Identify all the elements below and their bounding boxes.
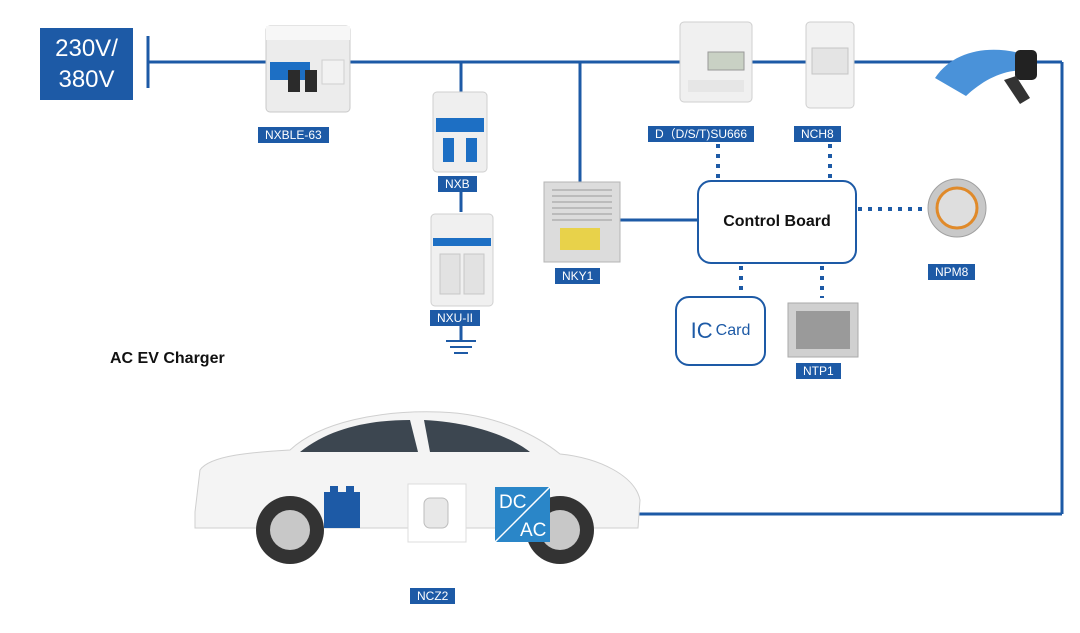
label-ncz2: NCZ2 <box>410 588 456 604</box>
control-board: Control Board <box>697 180 857 264</box>
label-nxb: NXB <box>438 176 477 192</box>
converter-dc-label: DC <box>499 492 526 513</box>
contactor-icon <box>805 21 855 109</box>
ic-card-label: IC <box>690 318 713 343</box>
spd-icon <box>430 213 494 307</box>
breaker-icon <box>432 91 488 173</box>
dc-ac-converter: DC AC <box>494 486 551 543</box>
breaker-icon <box>265 25 351 113</box>
label-nky1: NKY1 <box>555 268 601 284</box>
charger-title: AC EV Charger <box>110 350 225 367</box>
signal-lines <box>716 144 922 298</box>
ic-card-reader: IC Card <box>675 296 766 366</box>
ev-plug-icon <box>935 49 1037 104</box>
voltage-line-1: 230V/ <box>55 35 118 62</box>
label-nxble: NXBLE-63 <box>258 127 329 143</box>
label-nxu: NXU-II <box>430 310 480 326</box>
battery-icon <box>324 486 360 528</box>
label-nch8: NCH8 <box>794 126 841 142</box>
voltage-line-2: 380V <box>58 66 115 93</box>
label-ntp1: NTP1 <box>796 363 841 379</box>
ic-card-sub-label: Card <box>715 322 751 339</box>
push-button-icon <box>927 178 987 238</box>
power-supply-icon <box>543 181 621 263</box>
label-meter: D（D/S/T)SU666 <box>648 126 755 142</box>
touch-panel-icon <box>787 302 859 358</box>
ground-icon <box>446 340 476 354</box>
meter-icon <box>679 21 753 103</box>
charging-socket-icon <box>407 483 467 543</box>
label-npm8: NPM8 <box>928 264 976 280</box>
converter-ac-label: AC <box>520 520 546 541</box>
supply-voltage-box: 230V/ 380V <box>40 28 133 100</box>
